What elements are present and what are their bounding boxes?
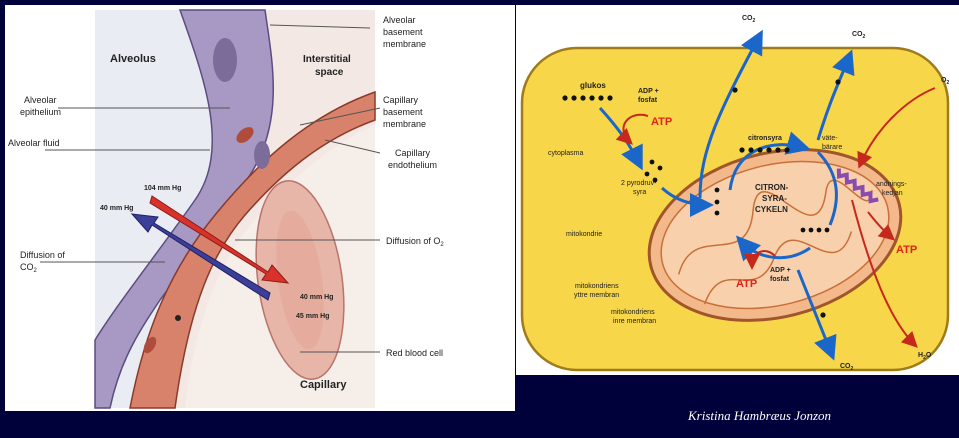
label-p-104: 104 mm Hg bbox=[144, 185, 181, 192]
label-yttre-membran: mitokondriens bbox=[575, 283, 619, 290]
epithelial-nucleus bbox=[213, 38, 237, 82]
svg-text:fosfat: fosfat bbox=[638, 97, 658, 104]
svg-text:yttre membran: yttre membran bbox=[574, 292, 619, 299]
label-p-45: 45 mm Hg bbox=[296, 313, 329, 320]
label-p-40-left: 40 mm Hg bbox=[100, 205, 133, 212]
svg-text:SYRA-: SYRA- bbox=[762, 194, 787, 203]
svg-text:CYKELN: CYKELN bbox=[755, 205, 788, 214]
label-inre-membran: mitokondriens bbox=[611, 309, 655, 316]
svg-text:basement: basement bbox=[383, 107, 423, 117]
author-credit: Kristina Hambræus Jonzon bbox=[687, 408, 831, 423]
label-andningskedjan: andnings- bbox=[876, 181, 907, 188]
svg-text:space: space bbox=[315, 67, 344, 78]
label-mitokondrie: mitokondrie bbox=[566, 231, 602, 238]
label-capillary-basement: Capillary bbox=[383, 95, 419, 105]
label-alveolar-epithelium: Alveolar bbox=[24, 95, 57, 105]
svg-text:inre membran: inre membran bbox=[613, 318, 656, 325]
svg-text:membrane: membrane bbox=[383, 39, 426, 49]
label-glukos: glukos bbox=[580, 81, 606, 90]
svg-text:membrane: membrane bbox=[383, 119, 426, 129]
svg-text:syra: syra bbox=[633, 189, 646, 196]
label-citronsyra: citronsyra bbox=[748, 135, 782, 142]
svg-text:bärare: bärare bbox=[822, 144, 842, 151]
label-pyrodruvsyra: 2 pyrodruv- bbox=[621, 180, 657, 187]
label-red-blood-cell: Red blood cell bbox=[386, 348, 443, 358]
svg-text:basement: basement bbox=[383, 27, 423, 37]
label-alveolus: Alveolus bbox=[110, 53, 156, 65]
alveolar-diffusion-diagram: Alveolus Interstitial space Capillary Al… bbox=[5, 5, 515, 411]
label-atp-top: ATP bbox=[651, 116, 672, 128]
svg-text:endothelium: endothelium bbox=[388, 160, 437, 170]
label-citronsyracykeln: CITRON- bbox=[755, 183, 789, 192]
cell-respiration-diagram: CO2 CO2 O2 glukos ADP + fosfat ATP cytop… bbox=[516, 5, 959, 375]
svg-text:kedjan: kedjan bbox=[882, 190, 903, 197]
label-capillary: Capillary bbox=[300, 379, 347, 391]
label-cytoplasma: cytoplasma bbox=[548, 150, 584, 157]
label-adp-top: ADP + bbox=[638, 88, 659, 95]
label-alveolar-fluid: Alveolar fluid bbox=[8, 138, 60, 148]
svg-text:epithelium: epithelium bbox=[20, 107, 61, 117]
label-vatebarare: väte- bbox=[822, 135, 838, 142]
label-atp-bottom: ATP bbox=[736, 278, 757, 290]
label-diffusion-co2: Diffusion of bbox=[20, 250, 65, 260]
svg-text:fosfat: fosfat bbox=[770, 276, 790, 283]
label-capillary-endothelium: Capillary bbox=[395, 148, 431, 158]
label-atp-right: ATP bbox=[896, 244, 917, 256]
label-interstitial: Interstitial bbox=[303, 54, 351, 65]
label-p-40-right: 40 mm Hg bbox=[300, 294, 333, 301]
label-adp-bottom: ADP + bbox=[770, 267, 791, 274]
label-alveolar-basement: Alveolar bbox=[383, 15, 416, 25]
